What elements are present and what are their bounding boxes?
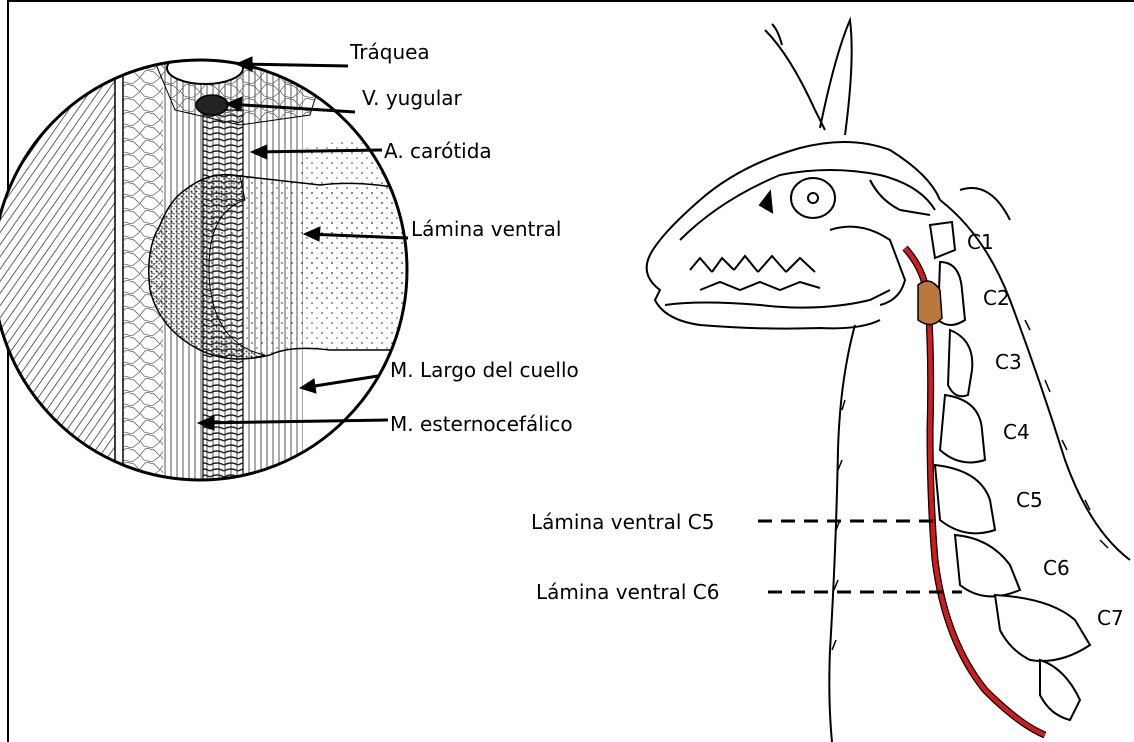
label-a-carotida: A. carótida — [384, 141, 492, 161]
callout-label-c5: Lámina ventral C5 — [531, 512, 714, 532]
vertebra-label-c2: C2 — [983, 288, 1010, 308]
vertebra-label-c7: C7 — [1097, 608, 1124, 628]
callout-label-c6: Lámina ventral C6 — [536, 582, 719, 602]
vertebra-label-c1: C1 — [967, 232, 994, 252]
cervical-vertebrae — [930, 222, 1090, 720]
label-m-largo: M. Largo del cuello — [390, 360, 579, 380]
label-v-yugular: V. yugular — [362, 88, 462, 108]
lymph-node — [918, 281, 942, 325]
label-m-esternocefalico: M. esternocefálico — [390, 414, 573, 434]
vertebra-label-c5: C5 — [1016, 490, 1043, 510]
vertebra-label-c6: C6 — [1043, 558, 1070, 578]
vertebra-label-c3: C3 — [995, 352, 1022, 372]
label-traquea: Tráquea — [350, 42, 430, 62]
label-lamina-ventral: Lámina ventral — [411, 219, 561, 239]
vertebra-label-c4: C4 — [1003, 422, 1030, 442]
